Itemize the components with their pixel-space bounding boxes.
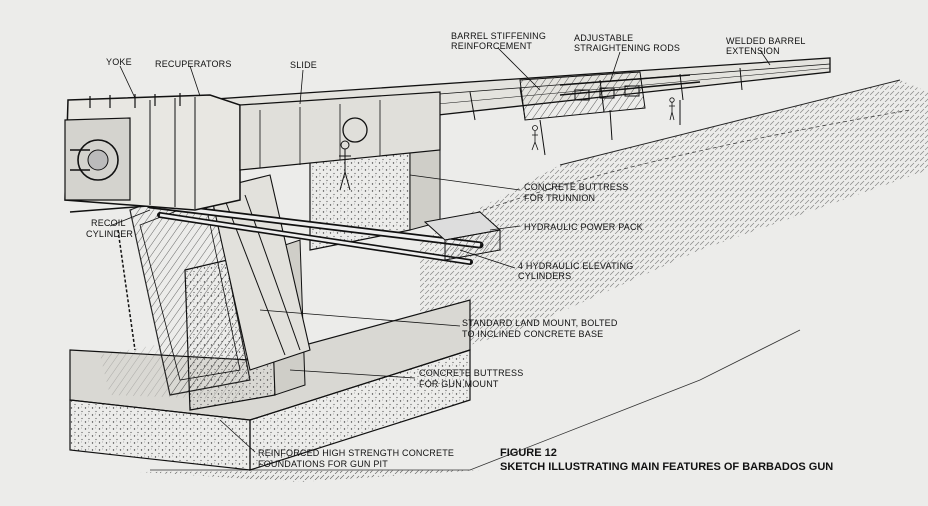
label-barrel-stiffening-line2: REINFORCEMENT (451, 41, 533, 51)
label-welded-extension-line2: EXTENSION (726, 46, 780, 56)
terrain (140, 79, 928, 482)
label-elevating-cylinders-line2: CYLINDERS (518, 271, 572, 281)
label-land-mount: STANDARD LAND MOUNT, BOLTED (462, 318, 618, 328)
personnel-figures (339, 97, 675, 191)
breech-block (64, 93, 241, 211)
elevating-cylinders (69, 201, 484, 265)
hydraulic-power-pack-unit (423, 211, 502, 261)
label-hydraulic-power-pack: HYDRAULIC POWER PACK (524, 222, 643, 232)
person-figure (669, 97, 675, 121)
gun-slide (239, 91, 441, 171)
label-adjustable-rods-line2: STRAIGHTENING RODS (574, 43, 681, 53)
label-welded-extension: WELDED BARREL (726, 36, 806, 46)
person-figure (339, 140, 351, 191)
label-buttress-gun-mount-line2: FOR GUN MOUNT (419, 379, 499, 389)
label-land-mount-line2: TO INCLINED CONCRETE BASE (462, 329, 604, 339)
label-elevating-cylinders: 4 HYDRAULIC ELEVATING (518, 261, 634, 271)
label-recoil-cylinder-line2: CYLINDER (86, 229, 134, 239)
person-figure (531, 125, 539, 151)
figure-number: FIGURE 12 (500, 447, 557, 459)
label-yoke: YOKE (106, 57, 132, 67)
label-recoil-cylinder: RECOIL (91, 218, 126, 228)
figure-title: SKETCH ILLUSTRATING MAIN FEATURES OF BAR… (500, 461, 834, 473)
label-buttress-gun-mount: CONCRETE BUTTRESS (419, 368, 524, 378)
label-recuperators: RECUPERATORS (155, 59, 232, 69)
label-slide: SLIDE (290, 60, 318, 70)
label-barrel-stiffening: BARREL STIFFENING (451, 31, 547, 41)
label-buttress-trunnion-line2: FOR TRUNNION (524, 193, 596, 203)
label-foundations-line2: FOUNDATIONS FOR GUN PIT (258, 459, 388, 469)
leader-lines (109, 47, 771, 453)
label-adjustable-rods: ADJUSTABLE (574, 33, 634, 43)
label-foundations: REINFORCED HIGH STRENGTH CONCRETE (258, 448, 455, 458)
label-buttress-trunnion: CONCRETE BUTTRESS (524, 182, 629, 192)
